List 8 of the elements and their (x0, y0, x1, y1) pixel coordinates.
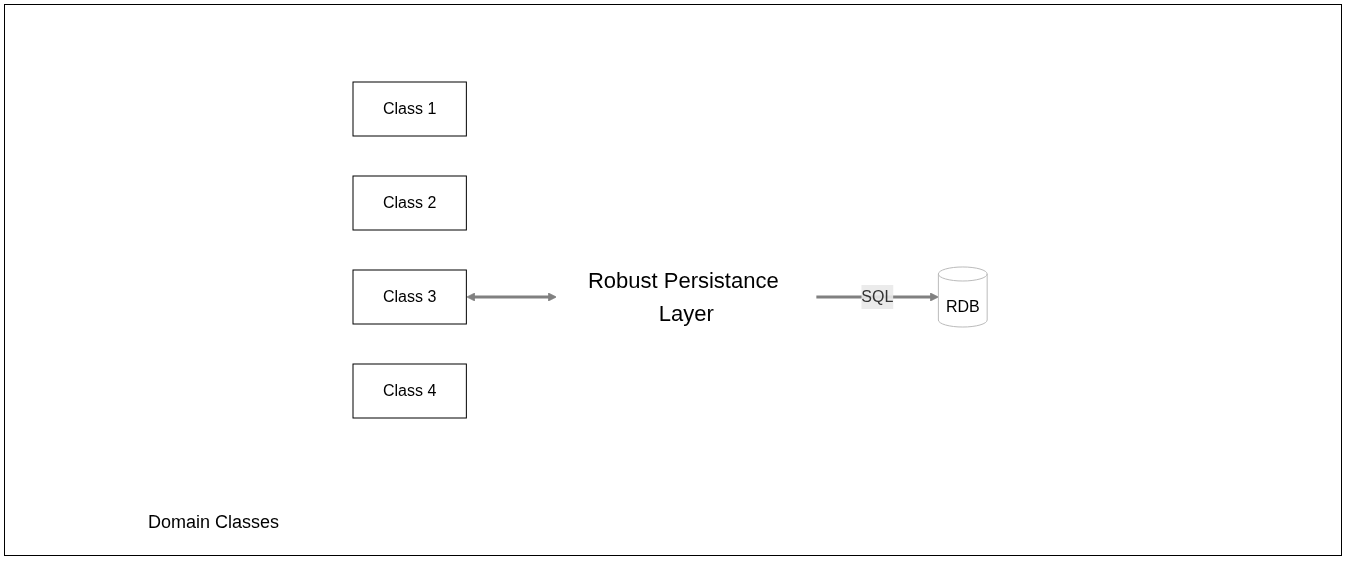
edge-label: SQL (861, 288, 894, 305)
node-box: Class 4 (352, 363, 467, 419)
arrow (466, 292, 557, 302)
node-box: Class 2 (352, 175, 467, 231)
node-text: Robust Persistance Layer (587, 268, 779, 326)
group-caption: Domain Classes (148, 512, 280, 533)
node-box: Class 3 (352, 269, 467, 325)
node-box: Class 1 (352, 81, 467, 137)
